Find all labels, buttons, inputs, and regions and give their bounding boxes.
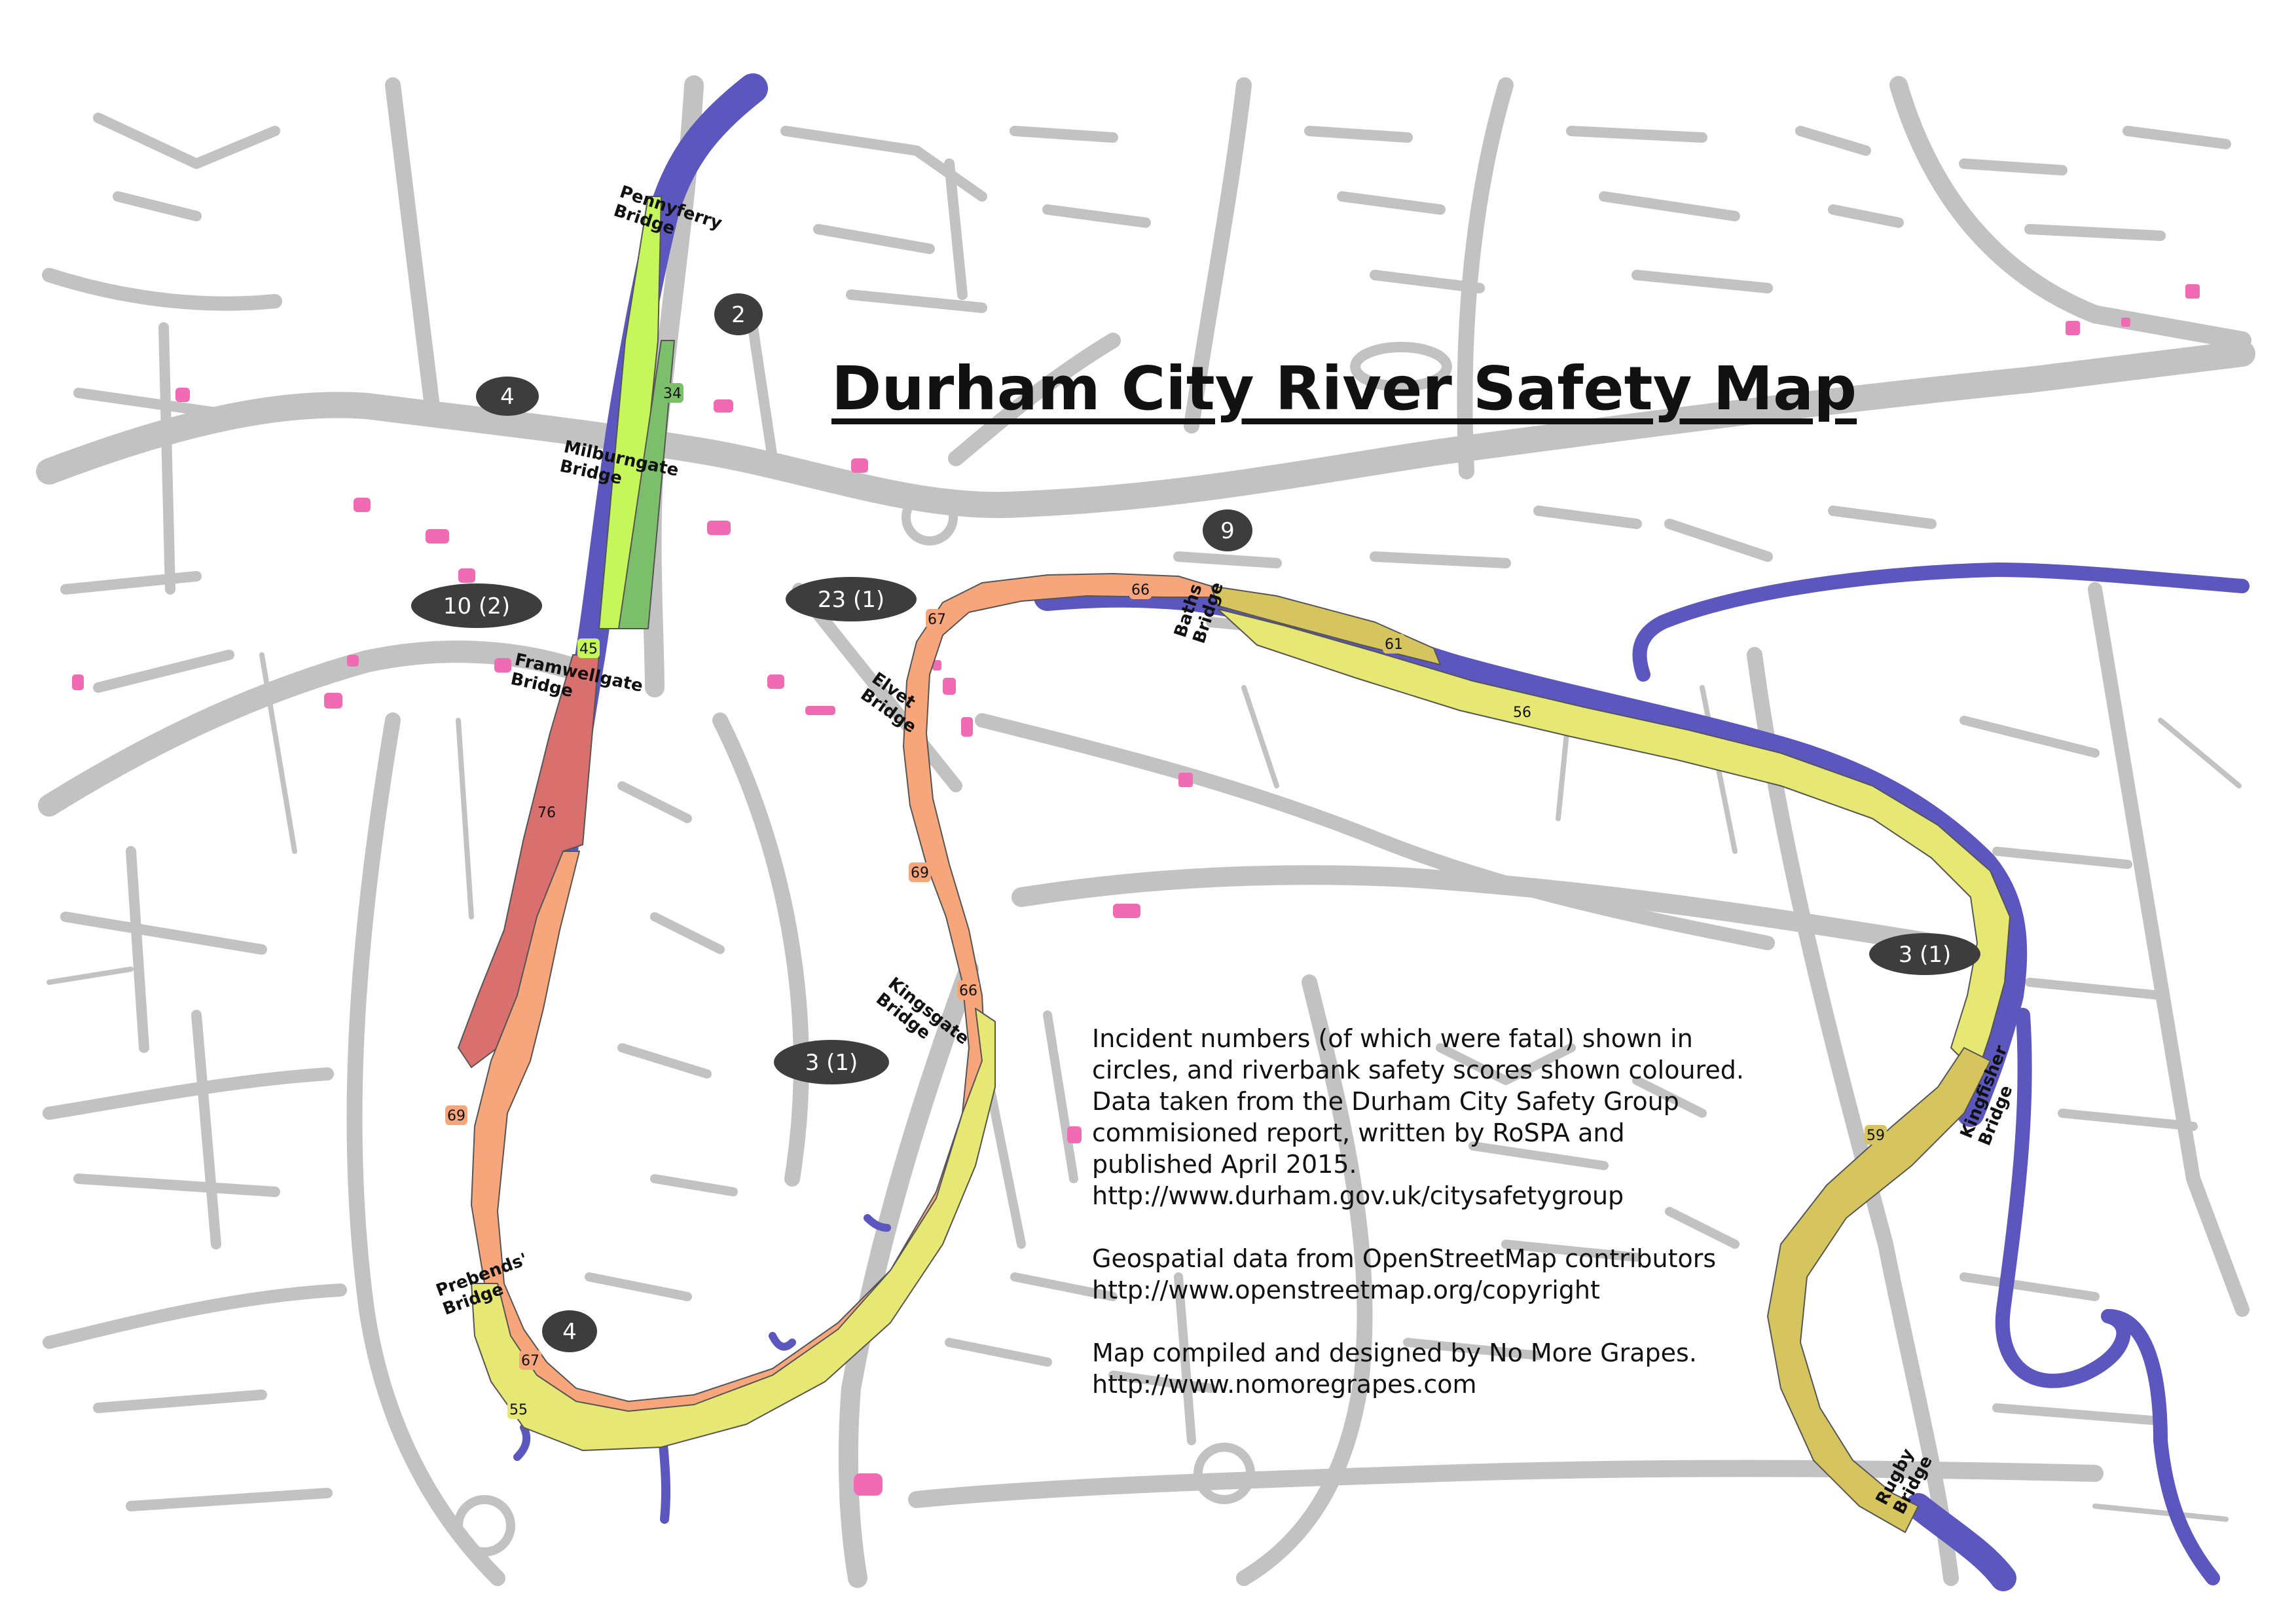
info-line: Map compiled and designed by No More Gra…	[1092, 1338, 1697, 1367]
incident-marker: 23 (1)	[786, 577, 917, 621]
score-label: 56	[1513, 705, 1531, 721]
score-label: 69	[911, 865, 929, 881]
incident-label: 3 (1)	[805, 1050, 858, 1076]
map-frame	[49, 85, 2242, 1578]
info-link[interactable]: http://www.durham.gov.uk/citysafetygroup	[1092, 1181, 1624, 1210]
incident-markers: 2 4 10 (2) 23 (1) 9 3 (1) 3 (1) 4	[411, 293, 1980, 1352]
incident-marker: 9	[1203, 509, 1252, 551]
info-paragraph-data-source: Incident numbers (of which were fatal) s…	[1092, 1023, 1812, 1211]
score-label: 55	[509, 1402, 528, 1418]
score-label: 59	[1867, 1128, 1885, 1144]
score-marker: 67	[519, 1350, 541, 1370]
score-label: 34	[663, 386, 682, 402]
info-line: Data taken from the Durham City Safety G…	[1092, 1087, 1679, 1116]
score-marker: 67	[926, 609, 948, 629]
info-link[interactable]: http://www.nomoregrapes.com	[1092, 1370, 1477, 1399]
score-label: 61	[1385, 637, 1403, 653]
map-title: Durham City River Safety Map	[831, 354, 1857, 424]
info-line: Geospatial data from OpenStreetMap contr…	[1092, 1244, 1717, 1273]
info-paragraph-geodata: Geospatial data from OpenStreetMap contr…	[1092, 1243, 1812, 1306]
incident-label: 3 (1)	[1899, 942, 1952, 968]
score-marker: 76	[536, 802, 558, 822]
incident-label: 10 (2)	[443, 593, 510, 619]
score-label: 67	[928, 612, 946, 628]
incident-marker: 2	[714, 293, 763, 335]
info-line: published April 2015.	[1092, 1150, 1357, 1179]
score-marker: 34	[661, 383, 683, 403]
score-marker: 66	[1129, 580, 1152, 599]
incident-marker: 4	[542, 1310, 597, 1352]
incident-label: 23 (1)	[818, 587, 884, 613]
incident-marker: 10 (2)	[411, 583, 542, 628]
score-marker: 56	[1511, 702, 1533, 722]
info-line: commisioned report, written by RoSPA and	[1092, 1118, 1625, 1147]
incident-label: 9	[1220, 518, 1235, 544]
incident-marker: 3 (1)	[1869, 933, 1980, 975]
score-marker: 55	[507, 1399, 530, 1419]
score-label: 67	[521, 1353, 539, 1369]
score-label: 45	[579, 641, 598, 657]
incident-label: 2	[731, 302, 746, 328]
score-marker: 45	[577, 638, 600, 658]
info-link[interactable]: http://www.openstreetmap.org/copyright	[1092, 1276, 1600, 1304]
score-label: 69	[447, 1108, 465, 1124]
incident-marker: 4	[476, 377, 539, 416]
map-info: Incident numbers (of which were fatal) s…	[1092, 1023, 1812, 1431]
info-paragraph-credits: Map compiled and designed by No More Gra…	[1092, 1337, 1812, 1400]
info-line: Incident numbers (of which were fatal) s…	[1092, 1024, 1693, 1053]
score-labels: 34 45 76 69 67 55 67 69 66 66 61 56 59	[445, 383, 1887, 1419]
score-marker: 69	[909, 862, 931, 882]
score-marker: 59	[1865, 1125, 1887, 1145]
incident-marker: 3 (1)	[774, 1040, 889, 1084]
pink-pois	[72, 284, 2200, 1496]
incident-label: 4	[562, 1319, 577, 1345]
score-marker: 61	[1383, 634, 1405, 654]
score-marker: 66	[957, 980, 979, 1000]
score-label: 66	[959, 983, 977, 999]
score-label: 66	[1131, 582, 1150, 599]
info-line: circles, and riverbank safety scores sho…	[1092, 1056, 1744, 1084]
score-marker: 69	[445, 1105, 467, 1125]
incident-label: 4	[500, 384, 515, 410]
score-label: 76	[538, 805, 556, 821]
